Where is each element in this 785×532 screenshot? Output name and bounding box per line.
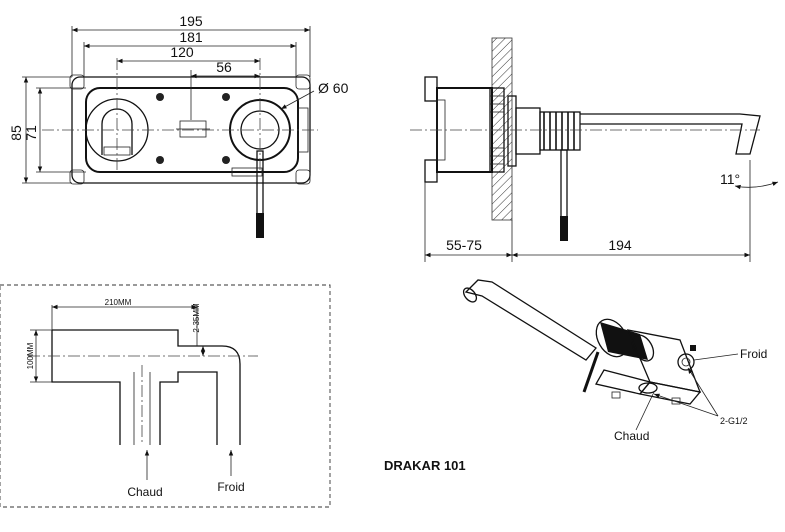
- valve-flange: [424, 159, 438, 183]
- iso-hot-inlet: [638, 382, 658, 394]
- dim-diameter: Ø 60: [318, 80, 349, 96]
- dim-angle: 11°: [720, 171, 740, 187]
- dim-height: 100MM: [26, 342, 35, 369]
- front-view: 195 181 120 56 Ø 60 85 71: [8, 13, 349, 238]
- dim-wall: 55-75: [446, 237, 482, 253]
- handle-side: [515, 107, 541, 155]
- dim-spout: 194: [608, 237, 632, 253]
- plate-ear: [295, 74, 311, 90]
- lever-grip-side: [560, 216, 568, 241]
- side-view: 55-75 194 11°: [410, 37, 779, 262]
- spout: [580, 113, 761, 155]
- iso-label-thread: 2-G1/2: [720, 416, 748, 426]
- install-view: 210MM 100MM 2-35MM Chaud Froid: [0, 284, 331, 508]
- iso-lever: [582, 351, 600, 393]
- leader-thread-1: [687, 367, 719, 417]
- dim-leader-diameter: [280, 90, 315, 110]
- leader-thread-2: [653, 393, 719, 417]
- wall: [491, 37, 513, 221]
- bottom-tab: [231, 167, 263, 177]
- dim-height-outer: 85: [8, 125, 24, 141]
- plate-ear: [295, 169, 311, 185]
- valve-flange: [424, 76, 438, 102]
- dim-height-inner: 71: [23, 125, 39, 141]
- dim-plate: 181: [179, 29, 203, 45]
- dim-depth: 2-35MM: [192, 303, 201, 333]
- iso-cold-inlet: [677, 353, 695, 371]
- dim-arc-angle: [734, 181, 779, 190]
- iso-label-cold: Froid: [740, 347, 767, 361]
- iso-label-hot: Chaud: [614, 429, 649, 443]
- dim-centers: 120: [170, 44, 194, 60]
- model-name: DRAKAR 101: [384, 458, 466, 473]
- iso-spout: [464, 279, 597, 361]
- dim-overall: 195: [179, 13, 203, 29]
- leader-hot: [635, 391, 655, 431]
- label-hot: Chaud: [127, 485, 162, 499]
- install-frame: [0, 284, 331, 508]
- lever-side: [560, 149, 568, 219]
- iso-view: Froid Chaud 2-G1/2: [462, 279, 767, 443]
- plate-ear: [69, 74, 85, 90]
- iso-handle: [595, 318, 655, 362]
- dim-half: 56: [216, 59, 232, 75]
- screw-icon: [156, 93, 230, 164]
- plate-ear: [69, 169, 85, 185]
- lever-grip: [256, 213, 264, 238]
- leader-cold: [693, 353, 739, 361]
- dim-width: 210MM: [105, 298, 132, 307]
- label-cold: Froid: [217, 480, 244, 494]
